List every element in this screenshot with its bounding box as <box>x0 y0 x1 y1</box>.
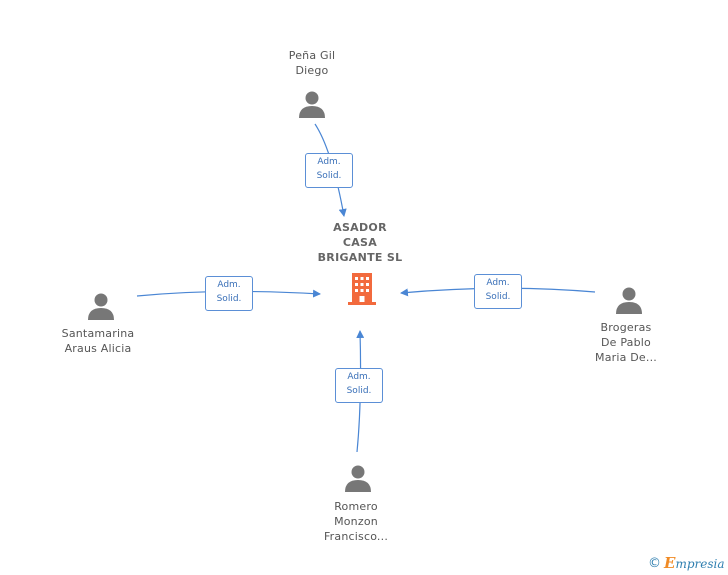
person-name-line: De Pablo <box>601 336 651 349</box>
person-name-brogeras[interactable]: Brogeras De Pablo Maria De... <box>576 320 676 365</box>
role-line: Solid. <box>316 171 342 181</box>
company-name-line: BRIGANTE SL <box>317 251 403 264</box>
footer-brand: © Empresia <box>648 554 725 572</box>
person-icon[interactable] <box>343 463 373 493</box>
role-badge-romero[interactable]: Adm. Solid. <box>335 368 383 403</box>
person-icon[interactable] <box>614 285 644 315</box>
company-name-line: ASADOR <box>333 221 387 234</box>
company-name-line: CASA <box>342 236 378 249</box>
person-name-pena[interactable]: Peña Gil Diego <box>262 48 362 78</box>
role-line: Solid. <box>216 294 242 304</box>
company-name[interactable]: ASADOR CASA BRIGANTE SL <box>310 220 410 265</box>
person-name-line: Francisco... <box>323 530 389 543</box>
role-line: Adm. <box>317 157 341 167</box>
person-name-line: Araus Alicia <box>64 342 132 355</box>
person-icon[interactable] <box>297 89 327 119</box>
person-name-line: Diego <box>295 64 329 77</box>
person-name-romero[interactable]: Romero Monzon Francisco... <box>306 499 406 544</box>
role-line: Adm. <box>347 372 371 382</box>
role-line: Adm. <box>486 278 510 288</box>
person-name-line: Santamarina <box>61 327 135 340</box>
brand-logo[interactable]: Empresia <box>664 554 725 572</box>
person-name-line: Monzon <box>334 515 378 528</box>
role-line: Solid. <box>346 386 372 396</box>
role-line: Solid. <box>485 292 511 302</box>
brand-initial: E <box>664 554 676 572</box>
role-badge-santamarina[interactable]: Adm. Solid. <box>205 276 253 311</box>
role-badge-brogeras[interactable]: Adm. Solid. <box>474 274 522 309</box>
person-name-line: Brogeras <box>600 321 652 334</box>
copyright-icon: © <box>648 555 661 571</box>
building-icon[interactable] <box>347 271 377 306</box>
person-name-line: Romero <box>334 500 378 513</box>
role-badge-pena[interactable]: Adm. Solid. <box>305 153 353 188</box>
role-line: Adm. <box>217 280 241 290</box>
brand-rest: mpresia <box>675 557 725 571</box>
person-name-line: Peña Gil <box>288 49 336 62</box>
person-name-santamarina[interactable]: Santamarina Araus Alicia <box>48 326 148 356</box>
person-icon[interactable] <box>86 291 116 321</box>
person-name-line: Maria De... <box>595 351 657 364</box>
